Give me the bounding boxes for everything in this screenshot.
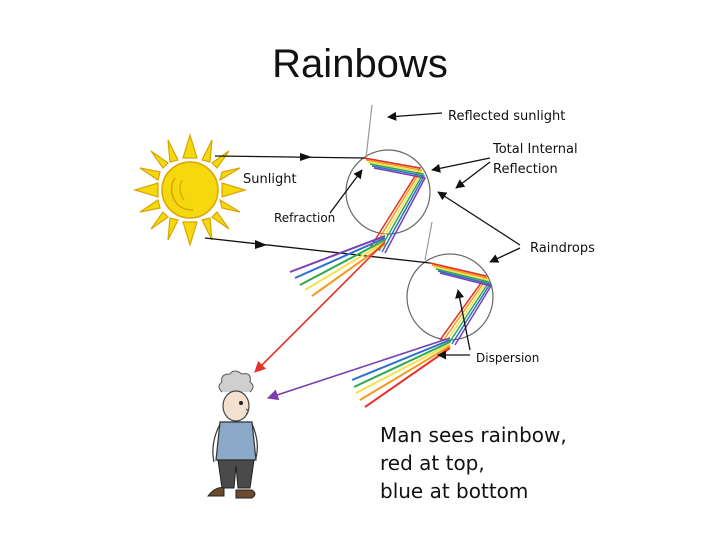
label-refraction: Refraction <box>274 211 335 225</box>
slide-title: Rainbows <box>272 42 448 86</box>
label-sunlight: Sunlight <box>243 172 297 187</box>
label-raindrops: Raindrops <box>530 241 595 256</box>
label-reflected-sunlight: Reflected sunlight <box>448 109 565 124</box>
label-reflection: Reflection <box>493 162 558 177</box>
lower-drop-spectrum <box>351 339 451 408</box>
sun-icon <box>132 132 248 248</box>
label-total-internal: Total Internal <box>492 142 578 157</box>
red-ray-to-man <box>254 241 386 373</box>
caption-line-2: red at top, <box>380 451 485 475</box>
rainbow-diagram: Reflected sunlight Total Internal Reflec… <box>132 104 595 503</box>
sunlight-ray-lower <box>204 237 431 264</box>
upper-drop-internal-paths <box>363 157 427 254</box>
violet-ray-to-man <box>266 337 451 401</box>
sunlight-ray-upper <box>214 155 365 159</box>
label-pointers <box>329 111 521 360</box>
upper-drop-spectrum <box>289 235 386 297</box>
label-dispersion: Dispersion <box>476 351 539 365</box>
man-figure <box>206 370 258 499</box>
caption-line-1: Man sees rainbow, <box>380 423 567 447</box>
caption-line-3: blue at bottom <box>380 479 528 503</box>
